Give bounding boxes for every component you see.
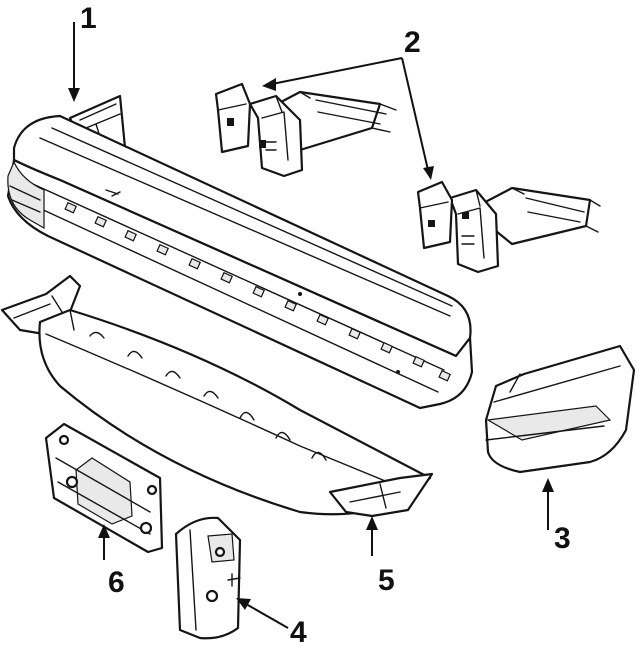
callout-2: 2 [404,26,421,59]
bumper-end-cap-right [484,344,636,474]
callout-1: 1 [80,2,97,35]
callout-5: 5 [378,564,395,597]
bumper-cover [6,94,474,410]
license-plate-bracket [44,422,164,554]
callout-3: 3 [554,522,571,555]
bumper-bracket-upper [214,82,397,178]
callout-6: 6 [108,566,125,599]
callout-4: 4 [290,616,307,647]
leader-lines [68,22,554,629]
lower-valance [0,274,434,518]
bumper-bracket-lower [416,180,601,274]
corner-bracket [174,516,242,640]
bumper-mounting-slots [64,201,451,382]
